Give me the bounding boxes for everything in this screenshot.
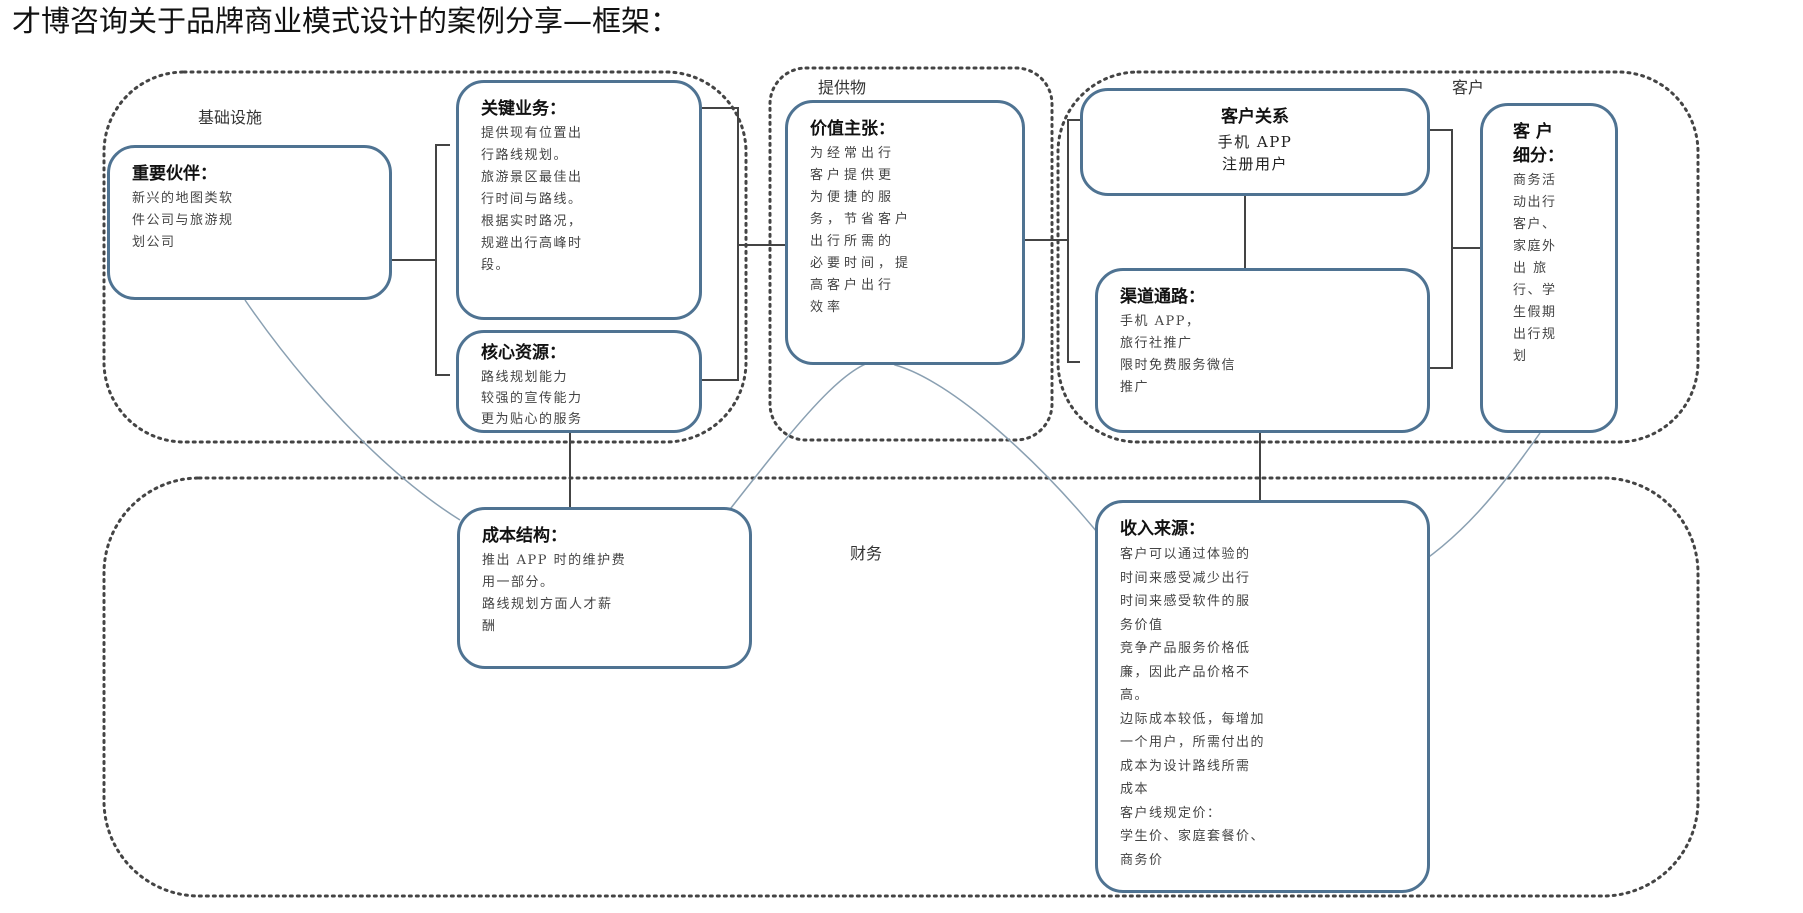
revenue-streams-box: 收入来源： 客户可以通过体验的 时间来感受减少出行 时间来感受软件的服 务价值 … [1095,500,1430,893]
value-proposition-text: 为经常出行 客户提供更 为便捷的服 务，节省客户 出行所需的 必要时间，提 高客… [810,146,913,315]
value-proposition-box: 价值主张： 为经常出行 客户提供更 为便捷的服 务，节省客户 出行所需的 必要时… [785,100,1025,365]
key-activities-box: 关键业务： 提供现有位置出 行路线规划。 旅游景区最佳出 行时间与路线。 根据实… [456,80,702,320]
cost-structure-box: 成本结构： 推出 APP 时的维护费 用一部分。 路线规划方面人才薪 酬 [457,507,752,669]
page-title: 才博咨询关于品牌商业模式设计的案例分享—框架： [12,4,680,38]
bracket-activities-to-value [702,107,785,381]
group-infrastructure-border [102,70,748,444]
channels-box: 渠道通路： 手机 APP， 旅行社推广 限时免费服务微信 推广 [1095,268,1430,433]
customer-relationships-title: 客户关系 [1221,107,1289,127]
key-partners-text: 新兴的地图类软 件公司与旅游规 划公司 [132,191,234,250]
group-label-offering: 提供物 [818,78,867,97]
customer-segments-title: 客 户 细分： [1513,122,1564,166]
key-partners-title: 重要伙伴： [132,164,217,184]
group-label-finance: 财务 [850,544,883,563]
channels-text: 手机 APP， 旅行社推广 限时免费服务微信 推广 [1120,314,1237,395]
group-finance-border [102,476,1700,898]
curve-cost-value-revenue [719,359,1111,549]
customer-relationships-text: 手机 APP 注册用户 [1217,133,1293,173]
value-proposition-title: 价值主张： [810,119,895,139]
key-activities-text: 提供现有位置出 行路线规划。 旅游景区最佳出 行时间与路线。 根据实时路况， 规… [481,126,583,273]
customer-segments-text: 商务活 动出行 客户、 家庭外 出 旅 行、学 生假期 出行规 划 [1513,173,1557,364]
key-resources-text: 路线规划能力 较强的宣传能力 更为贴心的服务 [481,370,583,427]
revenue-streams-title: 收入来源： [1120,519,1205,539]
customer-relationships-box: 客户关系 手机 APP 注册用户 [1080,88,1430,196]
customer-segments-box: 客 户 细分： 商务活 动出行 客户、 家庭外 出 旅 行、学 生假期 出行规 … [1480,103,1618,433]
group-label-infrastructure: 基础设施 [198,108,263,127]
key-activities-title: 关键业务： [481,99,566,119]
cost-structure-title: 成本结构： [482,526,567,546]
group-label-customer: 客户 [1452,78,1485,97]
bracket-customer-to-segments [1430,129,1480,369]
curve-partners-to-cost [244,299,461,521]
cost-structure-text: 推出 APP 时的维护费 用一部分。 路线规划方面人才薪 酬 [482,553,627,634]
bracket-value-to-customer [1025,119,1080,363]
channels-title: 渠道通路： [1120,287,1205,307]
group-offering-border [768,66,1054,442]
bracket-partners-to-activities [392,144,450,376]
key-resources-box: 核心资源： 路线规划能力 较强的宣传能力 更为贴心的服务 [456,330,702,433]
key-partners-box: 重要伙伴： 新兴的地图类软 件公司与旅游规 划公司 [107,145,392,300]
revenue-streams-text: 客户可以通过体验的 时间来感受减少出行 时间来感受软件的服 务价值 竞争产品服务… [1120,547,1266,868]
key-resources-title: 核心资源： [481,343,566,363]
group-customer-border [1056,70,1700,444]
